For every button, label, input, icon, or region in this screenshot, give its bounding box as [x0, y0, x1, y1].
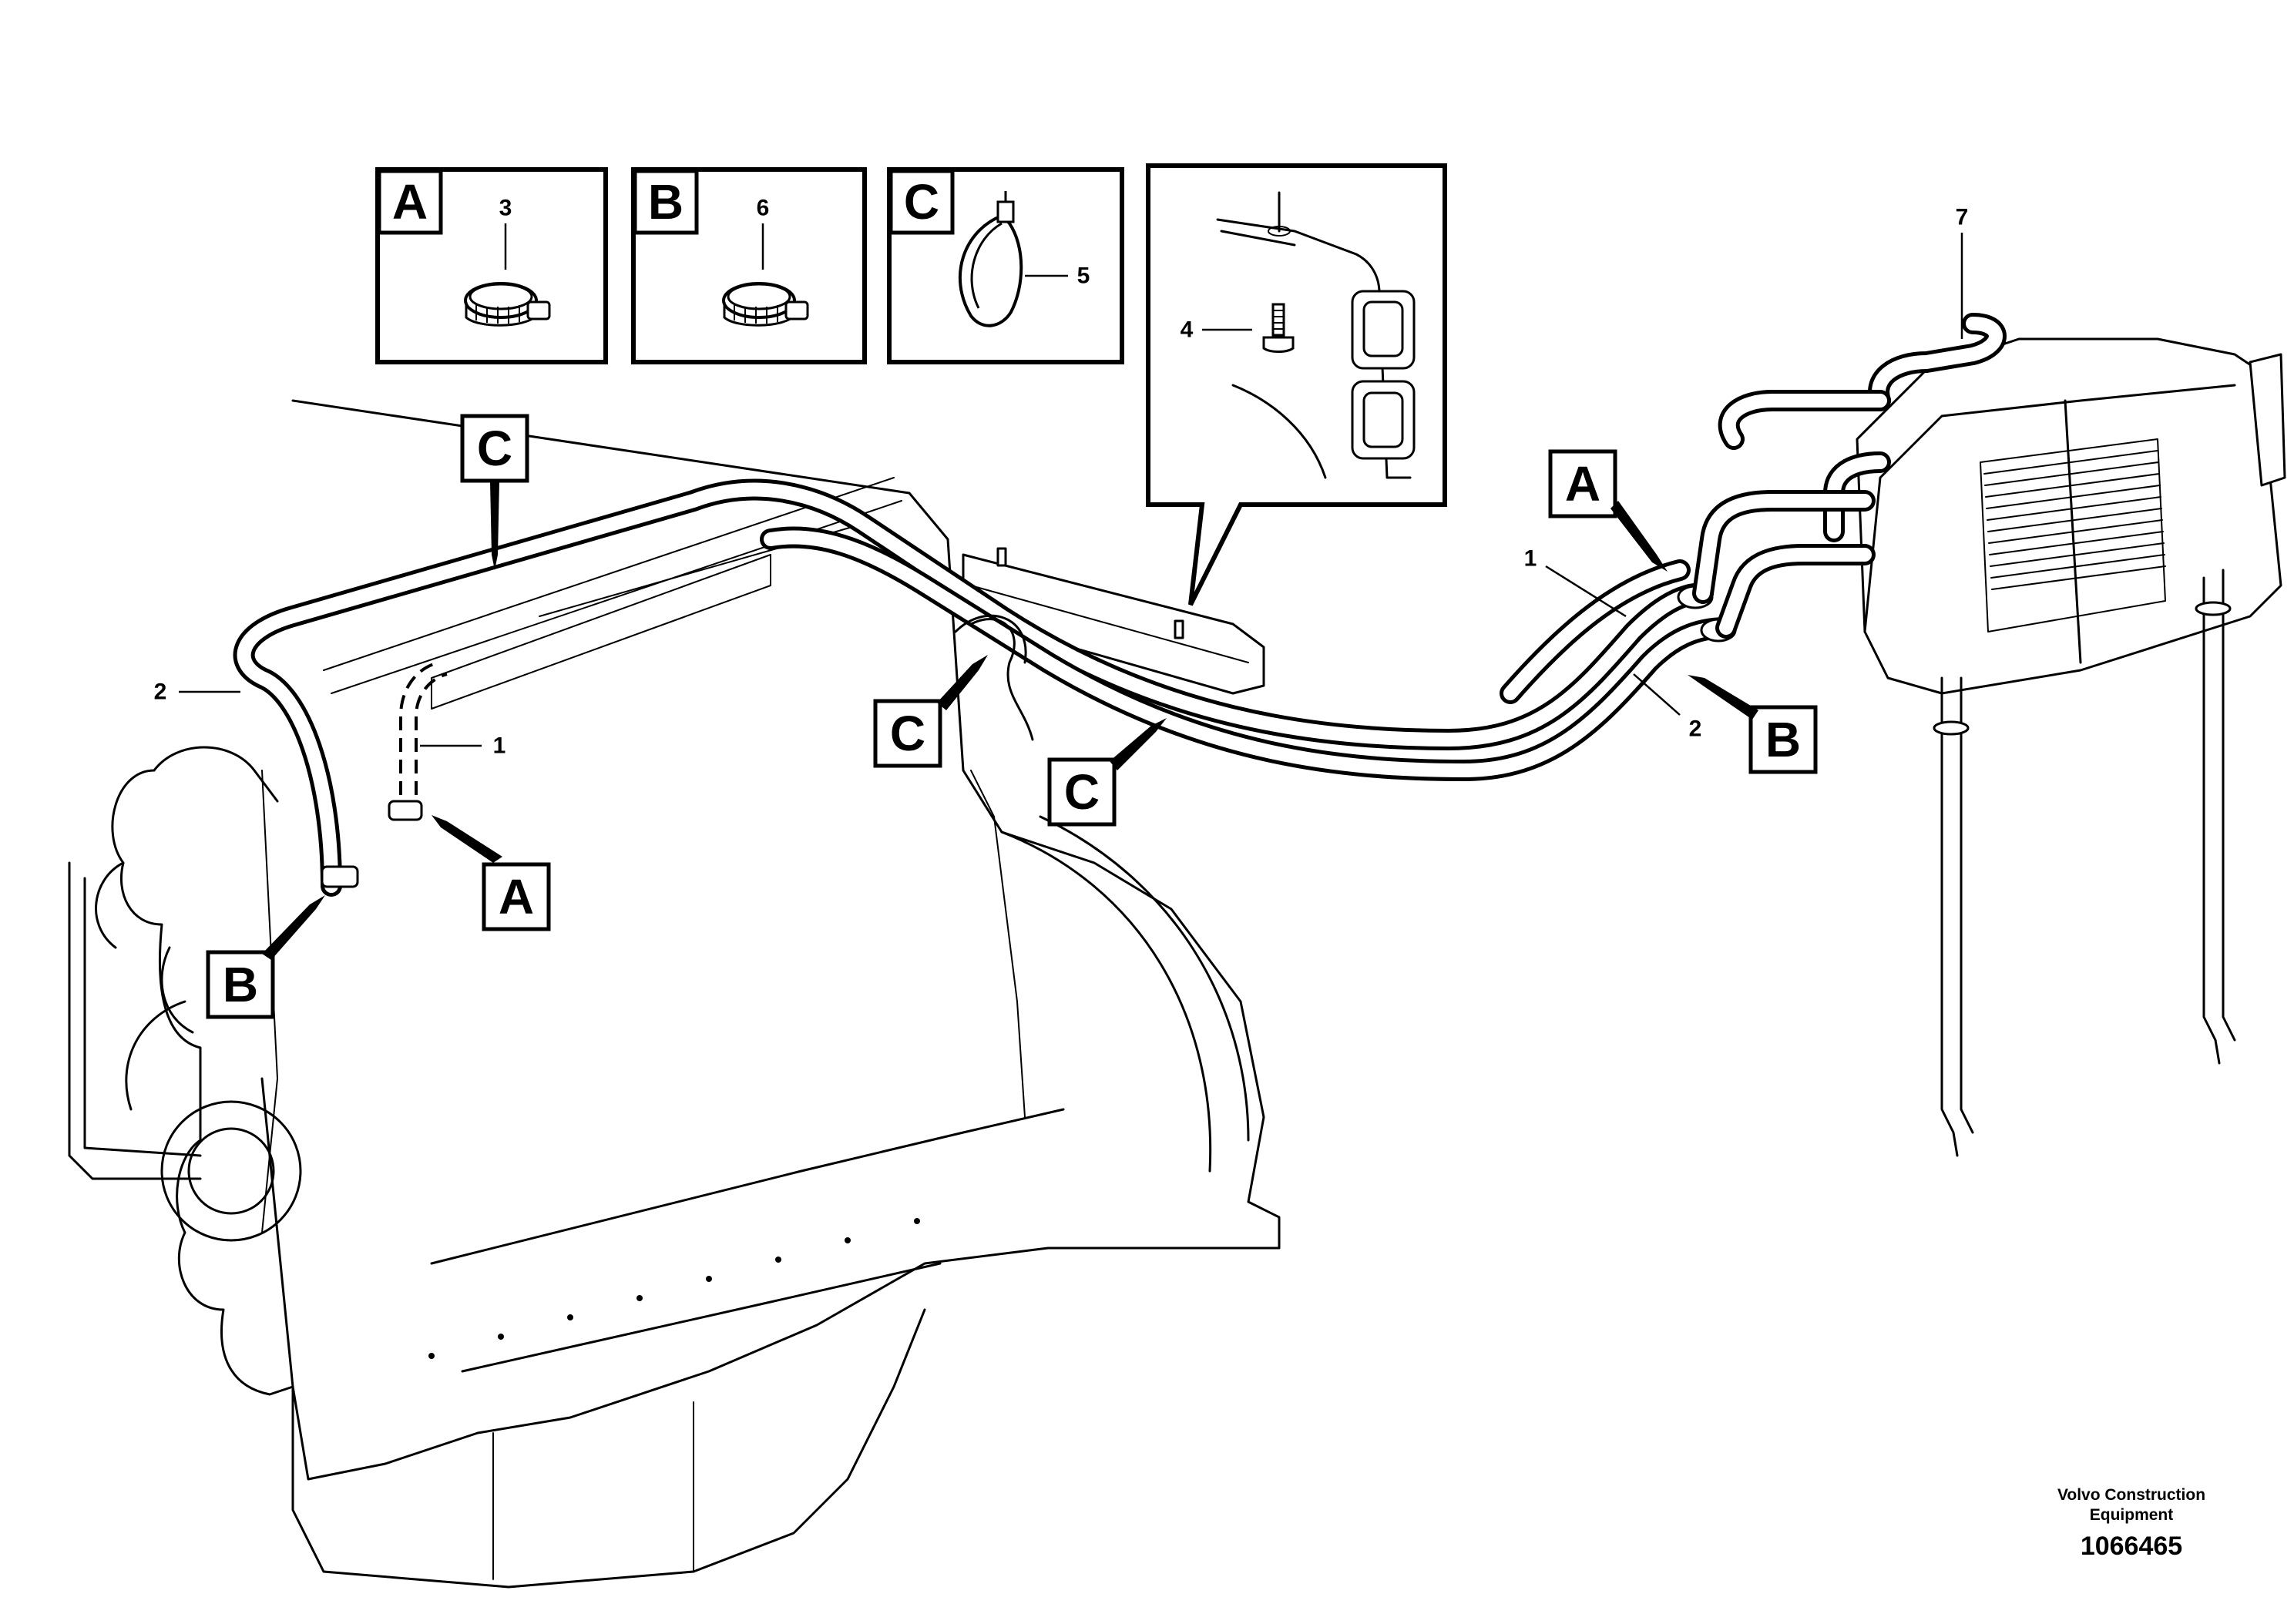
item-2-left-label: 2 — [154, 679, 167, 705]
inset-b-item: 6 — [757, 196, 770, 221]
heater-louvres — [1980, 438, 2166, 632]
item-labels: 7 2 1 1 2 — [154, 205, 1969, 759]
inset-b: B 6 — [631, 167, 867, 364]
callout-b-right: B — [1688, 675, 1818, 774]
hose-routing — [233, 478, 1737, 897]
svg-text:C: C — [1064, 764, 1100, 820]
callout-b-left: B — [206, 895, 325, 1019]
inset-c: C 5 — [887, 167, 1124, 364]
callout-c-lower: C — [1047, 718, 1167, 827]
inset-bolt-detail: 4 — [1146, 163, 1447, 606]
callout-c-middle: C — [873, 655, 988, 768]
inset-bolt-item: 4 — [1181, 317, 1194, 343]
inset-b-letter: B — [648, 174, 683, 230]
inset-c-letter: C — [904, 174, 939, 230]
figure-number: 1066465 — [2081, 1532, 2182, 1561]
heater-unit — [1692, 313, 2286, 1157]
hose-2 — [233, 478, 1714, 897]
svg-text:C: C — [477, 421, 512, 476]
cable-tie-icon — [959, 191, 1023, 327]
callout-a-right: A — [1548, 449, 1668, 572]
callout-c-top-left: C — [460, 414, 529, 570]
callout-a-left: A — [432, 815, 551, 931]
svg-text:A: A — [499, 869, 534, 924]
inset-c-item: 5 — [1077, 263, 1090, 289]
svg-text:C: C — [890, 706, 925, 761]
hose-clamp-icon — [722, 282, 809, 327]
hose-clamp-icon — [464, 282, 551, 327]
bolt-row — [428, 1218, 920, 1359]
bolt-icon — [1262, 303, 1295, 353]
item-1-left-label: 1 — [493, 733, 506, 759]
inset-a: A 3 — [375, 167, 608, 364]
svg-text:A: A — [1565, 456, 1600, 512]
company-line-2: Equipment — [2090, 1506, 2174, 1524]
company-line-1: Volvo Construction — [2057, 1486, 2205, 1504]
drain-tubes — [1933, 569, 2236, 1157]
inset-a-letter: A — [392, 174, 428, 230]
inset-a-item: 3 — [499, 196, 512, 221]
svg-text:B: B — [223, 957, 258, 1012]
item-1-right-label: 1 — [1524, 546, 1537, 572]
item-2-right-label: 2 — [1689, 716, 1702, 742]
svg-text:B: B — [1765, 712, 1801, 767]
footer-caption: Volvo Construction Equipment 1066465 — [2057, 1486, 2205, 1561]
item-7-label: 7 — [1956, 205, 1969, 230]
